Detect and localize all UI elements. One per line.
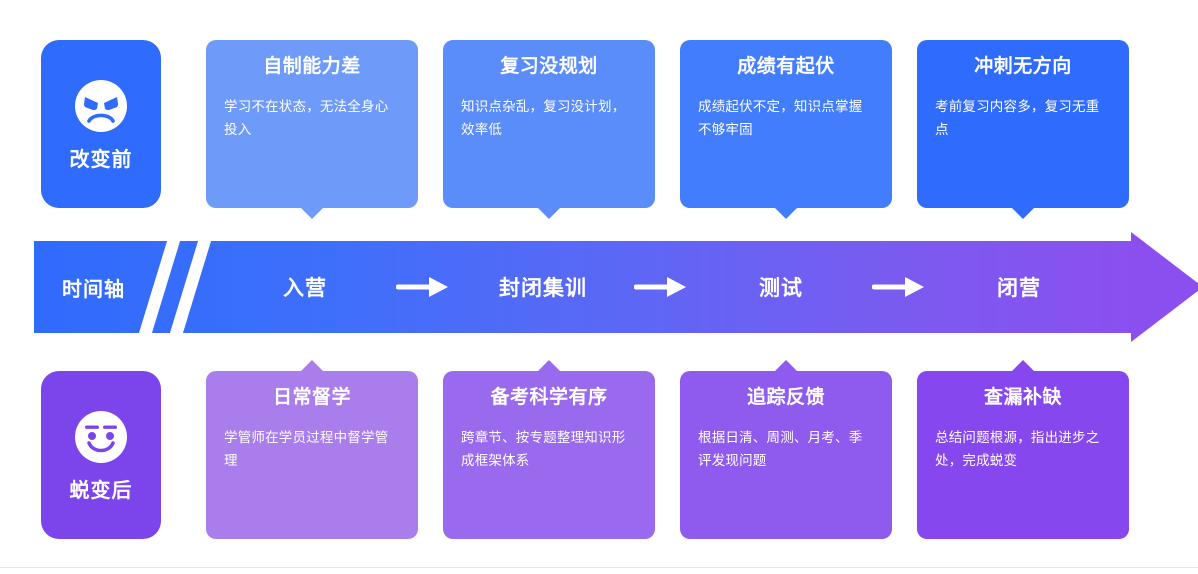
solution-card-1-desc: 学管师在学员过程中督学管理: [224, 429, 389, 469]
problem-card-4-title: 冲刺无方向: [974, 56, 1072, 77]
arrow-right-icon: [618, 274, 706, 300]
badge-before-label: 改变前: [69, 149, 133, 171]
solution-card-2[interactable]: 备考科学有序 跨章节、按专题整理知识形成框架体系: [443, 360, 655, 539]
solution-card-2-title: 备考科学有序: [490, 387, 608, 408]
problem-card-2-desc: 知识点杂乱，复习没计划，效率低: [461, 98, 626, 138]
problem-card-1-title: 自制能力差: [263, 56, 361, 77]
card-tail-down: [538, 208, 560, 219]
problem-card-4-desc: 考前复习内容多，复习无重点: [935, 98, 1100, 138]
solution-card-4-title: 查漏补缺: [983, 387, 1062, 408]
footer-divider: [0, 567, 1198, 568]
timeline-label: 时间轴: [62, 278, 125, 301]
angry-face-icon: [73, 78, 129, 134]
solution-card-3[interactable]: 追踪反馈 根据日清、周测、月考、季评发现问题: [680, 360, 892, 539]
badge-before: 改变前: [41, 40, 161, 208]
smiling-face-icon: [73, 409, 129, 465]
solution-card-3-title: 追踪反馈: [746, 387, 825, 408]
problem-card-2[interactable]: 复习没规划 知识点杂乱，复习没计划，效率低: [443, 40, 655, 219]
badge-after: 蜕变后: [41, 371, 161, 539]
timeline-arrowhead-icon: [1131, 232, 1198, 342]
problem-card-2-title: 复习没规划: [500, 56, 598, 77]
card-tail-up: [301, 360, 323, 371]
card-tail-down: [301, 208, 323, 219]
badge-after-label: 蜕变后: [69, 480, 133, 502]
solution-card-3-desc: 根据日清、周测、月考、季评发现问题: [698, 429, 863, 469]
card-tail-down: [1012, 208, 1034, 219]
solution-card-4[interactable]: 查漏补缺 总结问题根源，指出进步之处，完成蜕变: [917, 360, 1129, 539]
timeline-stage-2[interactable]: 封闭集训: [499, 277, 587, 300]
problem-card-3[interactable]: 成绩有起伏 成绩起伏不定，知识点掌握不够牢固: [680, 40, 892, 219]
timeline-body: [34, 241, 1134, 333]
timeline-stage-4[interactable]: 闭营: [997, 277, 1041, 300]
card-tail-up: [1012, 360, 1034, 371]
problem-card-1-desc: 学习不在状态，无法全身心投入: [224, 98, 389, 138]
card-tail-up: [538, 360, 560, 371]
arrow-right-icon: [380, 274, 468, 300]
solution-card-1[interactable]: 日常督学 学管师在学员过程中督学管理: [206, 360, 418, 539]
card-tail-up: [775, 360, 797, 371]
problem-card-3-desc: 成绩起伏不定，知识点掌握不够牢固: [698, 98, 863, 138]
solution-card-2-desc: 跨章节、按专题整理知识形成框架体系: [461, 429, 626, 469]
timeline-stage-1[interactable]: 入营: [283, 277, 327, 300]
problem-card-1[interactable]: 自制能力差 学习不在状态，无法全身心投入: [206, 40, 418, 219]
solution-card-4-desc: 总结问题根源，指出进步之处，完成蜕变: [935, 429, 1100, 469]
problem-card-4[interactable]: 冲刺无方向 考前复习内容多，复习无重点: [917, 40, 1129, 219]
timeline-bar: 时间轴 入营 封闭集训 测试: [34, 232, 1198, 342]
solution-card-1-title: 日常督学: [272, 387, 351, 408]
timeline-stage-3[interactable]: 测试: [759, 277, 803, 300]
arrow-right-icon: [856, 274, 944, 300]
problem-card-3-title: 成绩有起伏: [737, 56, 835, 77]
card-tail-down: [775, 208, 797, 219]
timeline-stages: 入营 封闭集训 测试 闭营: [230, 241, 1134, 333]
